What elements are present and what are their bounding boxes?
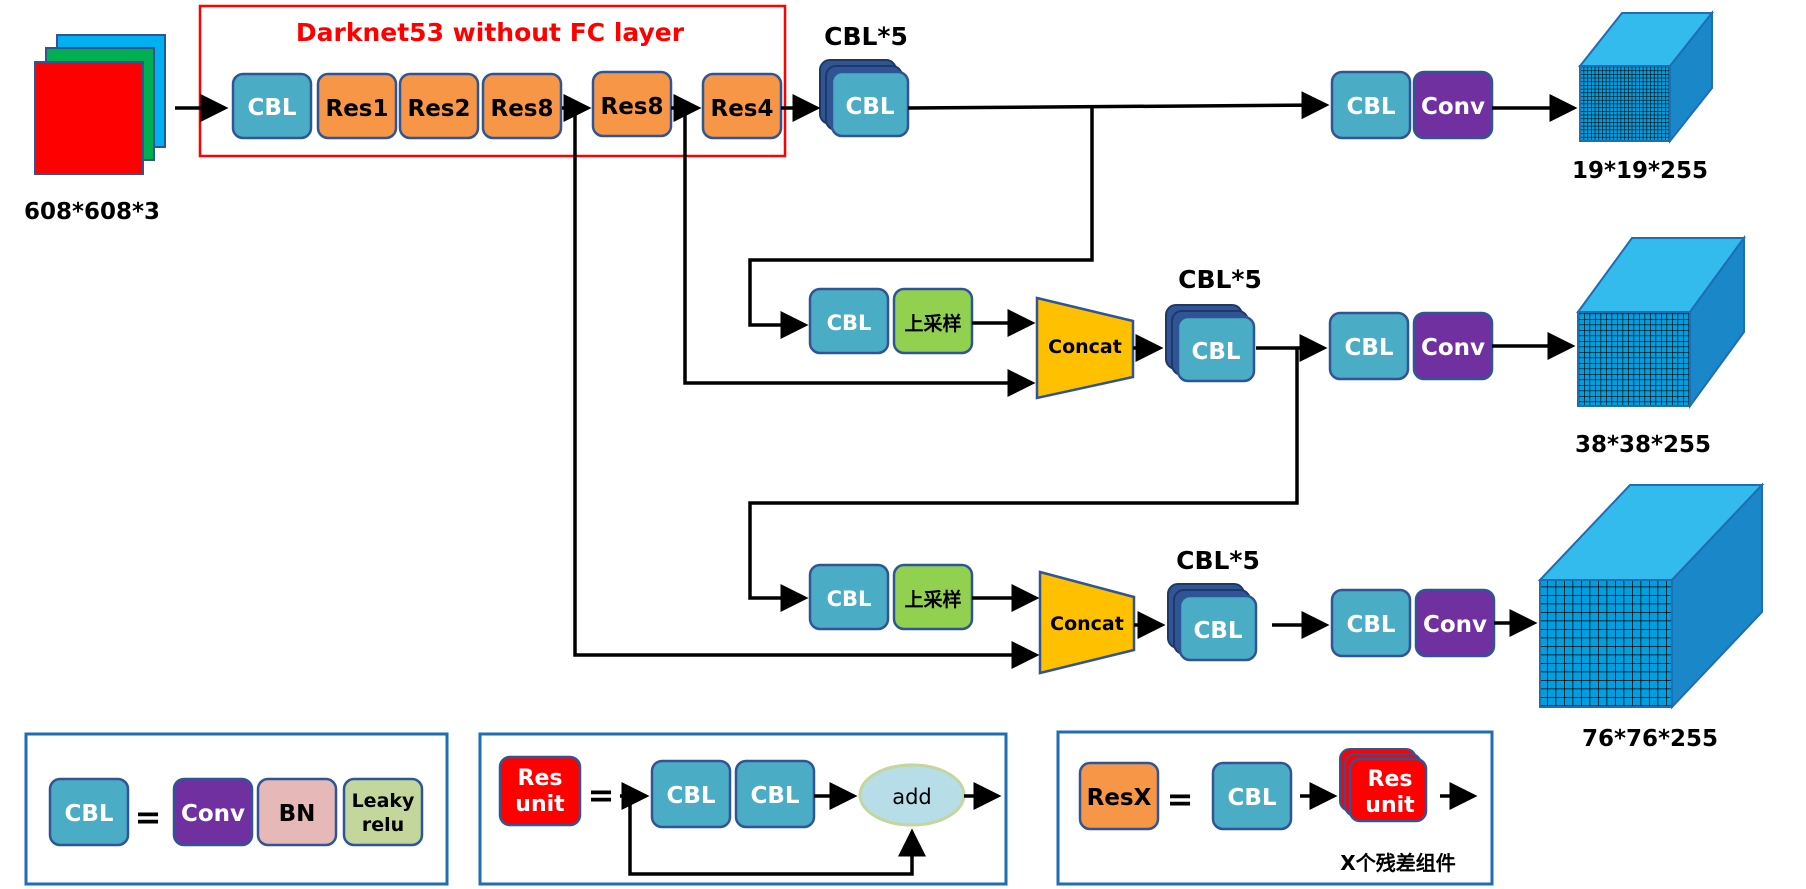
res8-block-a: Res8 <box>481 72 563 140</box>
legend-conv-block: Conv <box>172 777 254 847</box>
res8-a-label: Res8 <box>490 96 553 122</box>
branch3-cbl5-stack: CBL <box>1167 583 1258 662</box>
branch2-cbl5-stack: CBL <box>1165 304 1256 383</box>
branch1-conv-label: Conv <box>1421 94 1485 120</box>
output-cube-76 <box>1537 482 1765 710</box>
branch2-cbl-block-out: CBL <box>1328 311 1410 381</box>
legend-leaky-label: Leaky <box>352 790 415 812</box>
legend-cbl-frame <box>24 732 449 886</box>
branch2-conv-block: Conv <box>1412 311 1494 381</box>
res8-block-b: Res8 <box>591 70 673 138</box>
legend-resx-frame <box>1056 730 1494 886</box>
res2-label: Res2 <box>407 96 470 122</box>
legend-bn-block: BN <box>256 777 338 847</box>
res4-block: Res4 <box>701 72 783 140</box>
backbone-title: Darknet53 without FC layer <box>296 18 685 47</box>
branch2-concat-label: Concat <box>1048 336 1122 358</box>
branch3-conv-label: Conv <box>1423 612 1487 638</box>
branch3-conv-block: Conv <box>1414 588 1496 658</box>
output-cube-38 <box>1576 234 1746 410</box>
branch3-cbl-up-label: CBL <box>827 587 872 611</box>
backbone-cbl-label: CBL <box>247 95 296 121</box>
legend-resx-resunit-stack: Res unit <box>1339 748 1428 823</box>
res2-block: Res2 <box>398 72 480 140</box>
res8-b-label: Res8 <box>600 94 663 120</box>
branch3-upsample-label: 上采样 <box>904 588 961 611</box>
legend-resunit-equals: = <box>588 776 615 814</box>
legend-resunit-cbl-a-label: CBL <box>666 783 715 809</box>
branch3-concat-label: Concat <box>1050 613 1124 635</box>
branch1-cbl-block: CBL <box>1330 70 1412 140</box>
legend-resunit-arrows <box>620 782 1002 876</box>
branch3-stack-title: CBL*5 <box>1176 546 1260 575</box>
branch1-stack-title: CBL*5 <box>824 22 908 51</box>
output-label-38: 38*38*255 <box>1575 432 1711 458</box>
output-label-19: 19*19*255 <box>1572 158 1708 184</box>
flow-arrows <box>175 91 1578 669</box>
branch3-cbl-block: CBL <box>808 563 890 631</box>
backbone-frame <box>198 4 787 158</box>
branch1-cbl-label: CBL <box>1346 94 1395 120</box>
legend-resunit-label-2: unit <box>515 792 565 817</box>
branch1-conv-block: Conv <box>1412 70 1494 140</box>
legend-relu-label: relu <box>362 814 404 836</box>
branch2-upsample-block: 上采样 <box>892 287 974 355</box>
res1-label: Res1 <box>325 96 388 122</box>
branch3-concat-trapezoid: Concat <box>1038 570 1136 675</box>
legend-resunit-block: Res unit <box>498 755 582 827</box>
output-label-76: 76*76*255 <box>1582 726 1718 752</box>
legend-resx-caption: X个残差组件 <box>1340 851 1455 875</box>
backbone-cbl-block: CBL <box>231 72 313 140</box>
res4-label: Res4 <box>710 96 773 122</box>
legend-resx-unit-label-2: unit <box>1365 793 1415 818</box>
legend-resx-cbl-label: CBL <box>1227 785 1276 811</box>
legend-leaky-relu-block: Leaky relu <box>342 777 424 847</box>
legend-add-label: add <box>892 785 932 809</box>
branch2-concat-trapezoid: Concat <box>1035 296 1135 400</box>
output-cube-19 <box>1577 10 1715 144</box>
legend-resx-label: ResX <box>1087 785 1152 811</box>
legend-resx-cbl: CBL <box>1211 761 1293 831</box>
branch3-stack-label: CBL <box>1193 618 1242 644</box>
branch1-cbl5-stack: CBL <box>819 59 910 138</box>
legend-resunit-cbl-b-label: CBL <box>750 783 799 809</box>
legend-cbl-label: CBL <box>64 801 113 827</box>
branch3-cbl-block-out: CBL <box>1330 588 1412 658</box>
legend-conv-label: Conv <box>181 801 245 827</box>
legend-resunit-cbl-a: CBL <box>650 759 732 829</box>
legend-resunit-frame <box>478 732 1008 886</box>
branch2-cbl-block: CBL <box>808 287 890 355</box>
legend-resunit-cbl-b: CBL <box>734 759 816 829</box>
branch2-cbl-label: CBL <box>1344 335 1393 361</box>
branch2-upsample-label: 上采样 <box>904 312 961 335</box>
branch3-cbl-label: CBL <box>1346 612 1395 638</box>
res1-block: Res1 <box>316 72 398 140</box>
legend-cbl-block: CBL <box>48 777 130 847</box>
branch2-stack-title: CBL*5 <box>1178 265 1262 294</box>
input-size-label: 608*608*3 <box>24 199 160 225</box>
legend-resx-unit-label-1: Res <box>1368 767 1413 792</box>
legend-add-node: add <box>858 763 966 827</box>
legend-resx-equals: = <box>1167 780 1194 818</box>
branch2-cbl-up-label: CBL <box>827 311 872 335</box>
legend-resx-block: ResX <box>1078 761 1160 831</box>
branch2-conv-label: Conv <box>1421 335 1485 361</box>
legend-resunit-label-1: Res <box>518 766 563 791</box>
branch1-stack-label: CBL <box>845 94 894 120</box>
legend-bn-label: BN <box>279 801 316 827</box>
branch3-upsample-block: 上采样 <box>892 563 974 631</box>
branch2-stack-label: CBL <box>1191 339 1240 365</box>
input-image-stack <box>34 34 166 175</box>
legend-cbl-equals: = <box>135 798 162 836</box>
